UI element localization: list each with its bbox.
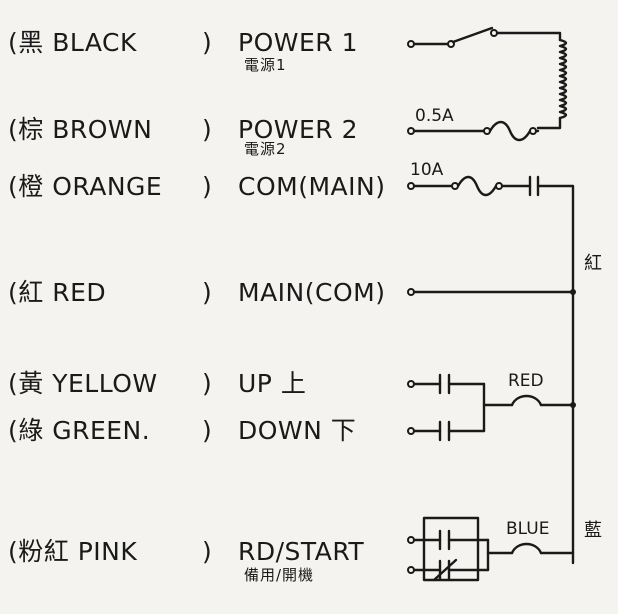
contact-no-icon (438, 529, 451, 551)
wire-label-green: (綠 GREEN. (8, 416, 151, 445)
main-com-circuit (407, 288, 576, 296)
paren-close-yellow: ) (202, 369, 213, 398)
wire-label-yellow: (黃 YELLOW (8, 369, 158, 398)
paren-close-orange: ) (202, 172, 213, 201)
paren-close-red: ) (202, 278, 213, 307)
wire-label-brown: (棕 BROWN (8, 115, 153, 144)
lamp-label-red: RED (508, 371, 544, 391)
wire-label-pink: (粉紅 PINK (8, 537, 138, 566)
lamp-red-icon (510, 394, 543, 407)
fuse-label-small: 0.5A (415, 106, 454, 126)
common-wire-label: 紅 (584, 253, 602, 274)
function-sublabel-rd-start: 備用/開機 (244, 566, 315, 584)
contact-block-icon (422, 516, 480, 582)
paren-close-pink: ) (202, 537, 213, 566)
fuse-10a-icon (456, 175, 498, 197)
function-label-down: DOWN 下 (238, 416, 357, 445)
com-main-fuse-circuit (407, 175, 575, 565)
lamp-label-blue: BLUE (506, 519, 550, 539)
fuse-0-5a-icon (488, 120, 532, 142)
switch-blade-icon (451, 26, 494, 44)
paren-close-brown: ) (202, 115, 213, 144)
function-sublabel-power1: 電源1 (244, 56, 287, 74)
function-label-main-com: MAIN(COM) (238, 278, 386, 307)
paren-close-green: ) (202, 416, 213, 445)
start-side-label: 藍 (584, 520, 602, 541)
transformer-coil-icon (536, 38, 568, 130)
function-label-com-main: COM(MAIN) (238, 172, 386, 201)
contact-down-icon (438, 420, 451, 442)
function-label-rd-start: RD/START (238, 537, 365, 566)
function-sublabel-power2: 電源2 (244, 140, 287, 158)
up-down-contact-circuit (407, 373, 576, 442)
wire-label-orange: (橙 ORANGE (8, 172, 163, 201)
wire-label-red: (紅 RED (8, 278, 107, 307)
function-label-power1: POWER 1 (238, 28, 358, 57)
start-contact-circuit (407, 516, 575, 582)
power1-switch-circuit (407, 26, 562, 48)
function-label-power2: POWER 2 (238, 115, 358, 144)
paren-close-black: ) (202, 28, 213, 57)
lamp-blue-icon (510, 542, 543, 555)
fuse-label-large: 10A (410, 160, 444, 180)
contact-up-icon (438, 373, 451, 395)
function-label-up: UP 上 (238, 369, 307, 398)
power2-fuse-circuit (407, 120, 540, 142)
wire-label-black: (黑 BLACK (8, 28, 137, 57)
